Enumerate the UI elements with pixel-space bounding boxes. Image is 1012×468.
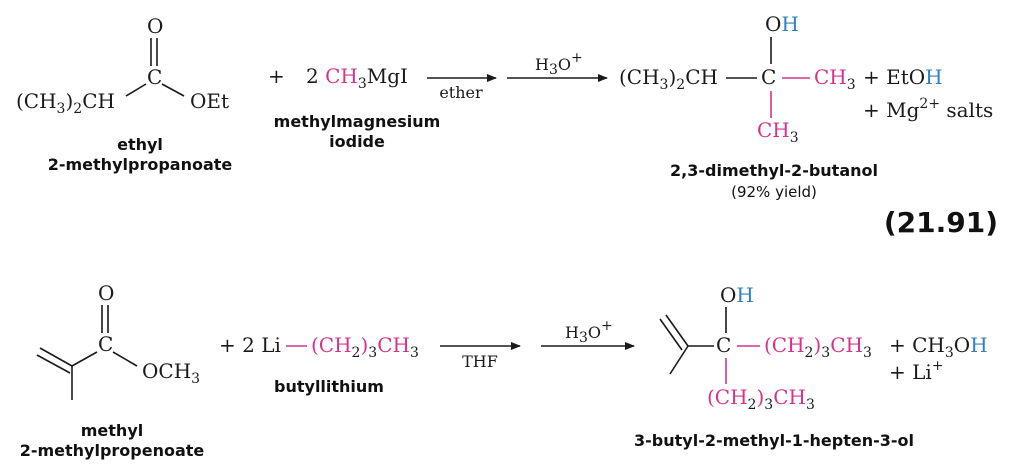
side-product-mg-salts: + Mg2+ salts: [863, 96, 993, 122]
butyl-right: (CH2)3CH3: [764, 333, 872, 361]
plus-sign: +: [268, 64, 285, 88]
ethoxy-group: OEt: [190, 89, 229, 113]
reactant-name-line2: 2-methylpropanoate: [48, 155, 233, 174]
reaction-1: O C (CH3)2CH OEt ethyl 2-methylpropanoat…: [16, 12, 998, 239]
side-product-methanol: + CH3OH: [889, 333, 988, 361]
butyl-chain: (CH2)3CH3: [311, 333, 419, 361]
reaction-2: O C OCH3 methyl 2-methylpropenoate + 2 L…: [20, 281, 988, 460]
reagent-formula: 2 CH3MgI: [306, 64, 408, 92]
reactant-name-line1: methyl: [81, 421, 143, 440]
alkene-double-bond-a: [665, 314, 689, 347]
isopropyl-group: (CH3)2CH: [16, 89, 115, 117]
isopropyl-group: (CH3)2CH: [619, 65, 718, 93]
product-name: 2,3-dimethyl-2-butanol: [670, 161, 878, 180]
bond-c-to-vinyl: [71, 351, 98, 367]
product-3-butyl-2-methyl-1-hepten-3-ol: OH C (CH2)3CH3 (CH2)3CH3 3-butyl-2-methy…: [634, 283, 914, 450]
side-product-lithium: + Li+: [889, 358, 944, 384]
arrow-label-thf: THF: [462, 352, 498, 371]
product-name: 3-butyl-2-methyl-1-hepten-3-ol: [634, 431, 914, 450]
methyl-bottom: CH3: [757, 118, 799, 146]
reagent-methylmagnesium-iodide: 2 CH3MgI methylmagnesium iodide: [274, 64, 441, 151]
reactant-name-line1: ethyl: [117, 135, 163, 154]
arrow-label-hydronium: H3O+: [535, 50, 583, 78]
hydroxyl-group: OH: [765, 12, 799, 36]
reagent-li: + 2 Li: [219, 333, 281, 357]
central-carbon: C: [716, 333, 731, 357]
alkene-methyl-bond: [669, 345, 689, 375]
vinyl-double-bond-a: [39, 347, 73, 367]
reactant-ethyl-2-methylpropanoate: O C (CH3)2CH OEt ethyl 2-methylpropanoat…: [16, 14, 232, 174]
methyl-right: CH3: [814, 65, 856, 93]
butyl-bottom: (CH2)3CH3: [707, 385, 815, 413]
reactant-name-line2: 2-methylpropenoate: [20, 441, 205, 460]
carbonyl-oxygen: O: [98, 281, 114, 305]
central-carbon: C: [761, 65, 776, 89]
side-products-2: + CH3OH + Li+: [889, 333, 988, 384]
side-product-ethanol: + EtOH: [863, 65, 943, 89]
hydroxyl-group: OH: [720, 283, 754, 307]
carbonyl-carbon: C: [147, 65, 162, 89]
reagent-name-line1: methylmagnesium: [274, 112, 441, 131]
equation-number: (21.91): [884, 206, 998, 239]
product-yield: (92% yield): [731, 183, 817, 201]
alkene-double-bond-b: [659, 318, 683, 351]
arrow-label-hydronium: H3O+: [565, 318, 613, 346]
reactant-methyl-2-methylpropenoate: O C OCH3 methyl 2-methylpropenoate: [20, 281, 205, 460]
methoxy-group: OCH3: [142, 359, 200, 387]
bond-c-to-o: [112, 351, 138, 367]
reagent-butyllithium: + 2 Li (CH2)3CH3 butyllithium: [219, 333, 419, 396]
carbonyl-carbon: C: [98, 332, 113, 356]
reagent-name: butyllithium: [274, 377, 384, 396]
reagent-name-line2: iodide: [329, 132, 385, 151]
bond-right: [161, 83, 185, 97]
carbonyl-oxygen: O: [147, 14, 163, 38]
bond-left: [125, 83, 147, 97]
arrow-label-ether: ether: [439, 83, 483, 102]
product-2-3-dimethyl-2-butanol: OH (CH3)2CH C CH3 CH3 2,3-dimethyl-2-but…: [619, 12, 878, 201]
vinyl-double-bond-b: [36, 354, 71, 374]
side-products-1: + EtOH + Mg2+ salts: [863, 65, 993, 122]
